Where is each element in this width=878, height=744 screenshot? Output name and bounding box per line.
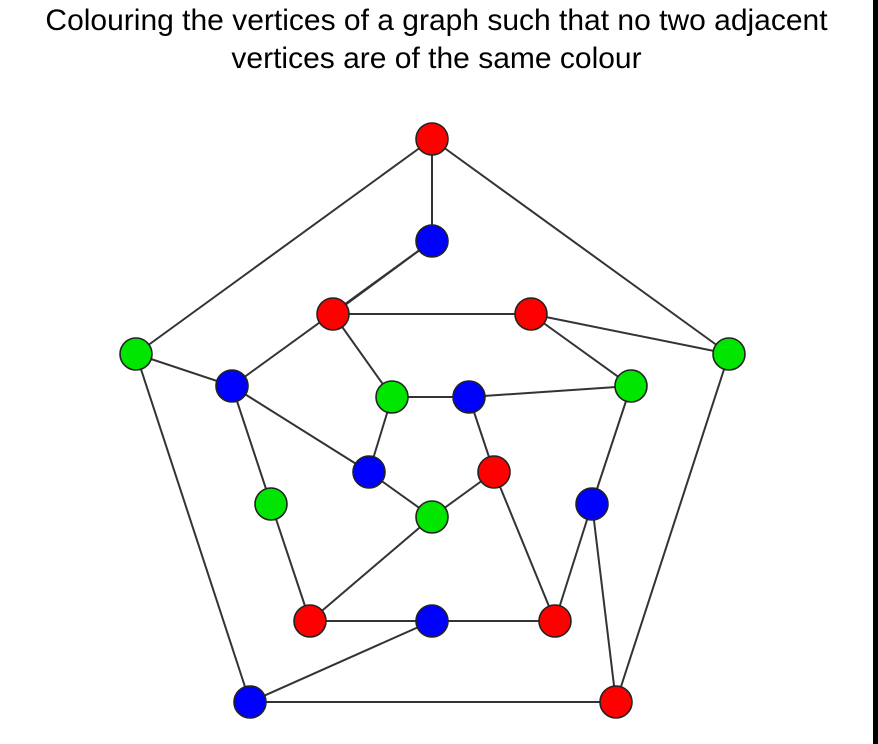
vertex-i4-green [415,500,449,534]
vertex-m10-red [316,297,350,331]
vertex-i2-blue [452,380,486,414]
edge-o5-m9 [530,313,730,355]
edge-m4-i4 [309,516,433,622]
edge-m8-m7 [591,385,632,505]
vertex-o2-green [119,337,153,371]
vertex-m3-green [254,487,288,521]
vertex-m7-blue [575,487,609,521]
edge-m6-i3 [493,471,556,622]
edge-m3-m2 [231,385,272,505]
edge-m2-i5 [231,385,370,473]
vertices-layer [119,122,746,719]
edge-m4-m3 [270,503,311,622]
edge-m7-m6 [554,503,593,622]
title-line-2: vertices are of the same colour [231,42,642,75]
title-line-1: Colouring the vertices of a graph such t… [45,4,828,37]
page-title: Colouring the vertices of a graph such t… [0,0,873,78]
vertex-o3-blue [233,685,267,719]
edge-o5-o1 [431,138,730,355]
vertex-m2-blue [215,369,249,403]
vertex-i3-red [477,455,511,489]
edges-layer [135,138,730,703]
vertex-m5-blue [415,604,449,638]
vertex-m1-blue [415,224,449,258]
edge-m9-m8 [530,313,632,387]
edge-o3-m5 [249,620,433,703]
vertex-m9-red [514,297,548,331]
edge-o2-o3 [135,353,251,703]
edge-m8-i2 [468,385,632,398]
vertex-m8-green [614,369,648,403]
vertex-m6-red [538,604,572,638]
vertex-i1-green [375,380,409,414]
vertex-o1-red [415,122,449,156]
edge-o2-m2 [135,353,233,387]
edge-m10-i1 [332,313,393,398]
edge-o1-o2 [135,138,433,355]
vertex-o5-green [712,337,746,371]
edge-o4-m7 [591,503,617,703]
edge-o4-o5 [615,353,730,703]
vertex-m4-red [293,604,327,638]
right-border [873,0,878,744]
vertex-o4-red [599,685,633,719]
vertex-i5-blue [352,455,386,489]
